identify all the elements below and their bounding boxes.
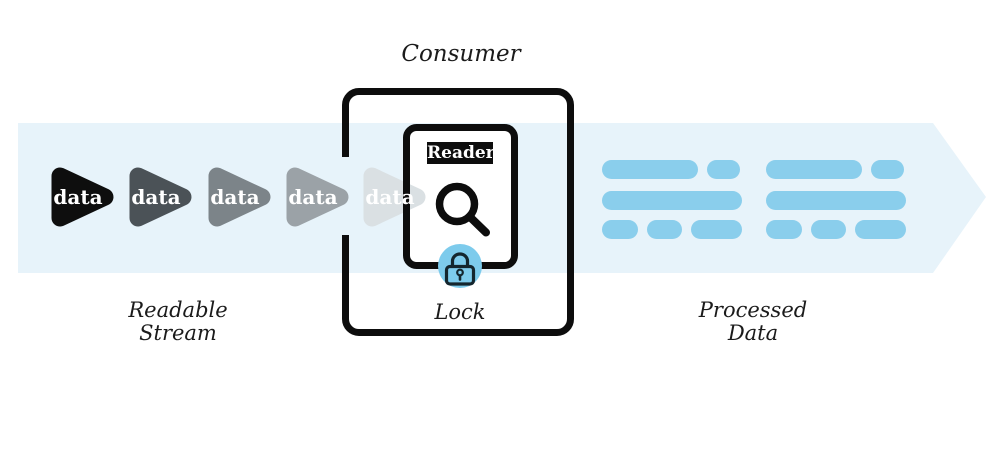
processed-data-line2: Data [727, 321, 779, 345]
consumer-box-border [342, 88, 574, 336]
processed-chunk-pill [707, 160, 740, 179]
processed-chunk-pill [602, 160, 698, 179]
consumer-label: Consumer [401, 41, 521, 67]
data-chunk-label-1: data [53, 185, 103, 209]
processed-chunk-pill [602, 191, 742, 210]
data-chunk-shape-2 [129, 167, 192, 227]
data-chunk-shape-4 [286, 167, 349, 227]
data-chunk-shape-5 [363, 167, 426, 227]
readable-stream-line1: Readable [128, 298, 228, 322]
data-chunk-label-3: data [210, 185, 260, 209]
data-chunk-label-5: data [365, 185, 415, 209]
reader-label: Reader [427, 142, 495, 164]
data-chunk-shape-1 [51, 167, 114, 227]
processed-chunk-pill [855, 220, 906, 239]
data-chunk-label-4: data [288, 185, 338, 209]
processed-chunk-pill [766, 191, 906, 210]
data-chunk-label-2: data [131, 185, 181, 209]
processed-chunk-pill [766, 160, 862, 179]
readable-stream-line2: Stream [139, 321, 217, 345]
processed-chunk-pill [871, 160, 904, 179]
processed-data-group-1 [602, 160, 742, 239]
processed-chunk-pill [766, 220, 802, 239]
processed-chunk-pill [811, 220, 846, 239]
processed-chunk-pill [691, 220, 742, 239]
readable-stream-label: Readable Stream [78, 299, 278, 345]
processed-data-label: Processed Data [653, 299, 853, 345]
processed-data-group-2 [766, 160, 906, 239]
lock-icon [444, 252, 476, 286]
processed-chunk-pill [602, 220, 638, 239]
search-icon [435, 182, 490, 237]
lock-label: Lock [434, 300, 486, 324]
processed-data-line1: Processed [698, 298, 808, 322]
data-chunk-shape-3 [208, 167, 271, 227]
processed-chunk-pill [647, 220, 682, 239]
